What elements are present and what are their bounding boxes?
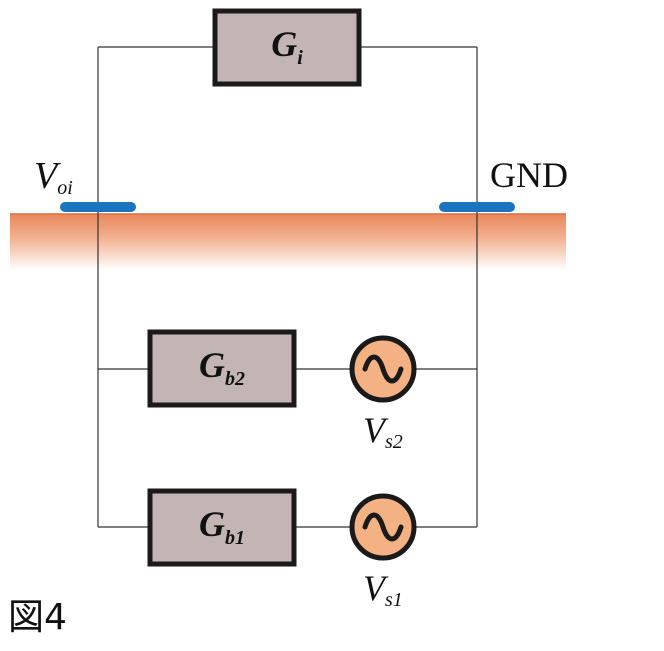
label-gnd: GND bbox=[490, 155, 568, 195]
block-gi bbox=[212, 8, 362, 87]
label-vs2-sub: s2 bbox=[385, 431, 403, 453]
label-vs1-sub: s1 bbox=[385, 589, 403, 611]
electrode-gnd bbox=[439, 202, 515, 212]
block-gb2-label: Gb2 bbox=[199, 345, 245, 390]
label-voi: Voi bbox=[34, 155, 73, 199]
sine-wave-icon bbox=[362, 512, 404, 542]
label-vs1-main: V bbox=[363, 568, 389, 608]
electrode-voi bbox=[60, 202, 136, 212]
block-gb2 bbox=[147, 329, 297, 408]
label-vs2-main: V bbox=[363, 410, 389, 450]
ac-source-vs2 bbox=[349, 335, 417, 403]
block-gi-sub: i bbox=[297, 47, 303, 69]
label-vs1: Vs1 bbox=[363, 568, 403, 611]
label-voi-sub: oi bbox=[57, 177, 73, 199]
block-gi-label: Gi bbox=[271, 24, 303, 69]
label-vs2: Vs2 bbox=[363, 410, 403, 453]
figure-caption: 図4 bbox=[8, 597, 67, 638]
block-gi-main: G bbox=[271, 24, 297, 64]
block-gb2-main: G bbox=[199, 345, 225, 385]
block-gb1-label: Gb1 bbox=[199, 504, 245, 549]
block-gb1-main: G bbox=[199, 504, 225, 544]
ac-source-vs1 bbox=[349, 493, 417, 561]
block-gb2-sub: b2 bbox=[225, 368, 245, 390]
sine-wave-icon bbox=[362, 354, 404, 384]
block-gb1 bbox=[147, 488, 297, 567]
label-voi-main: V bbox=[34, 155, 61, 197]
block-gb1-sub: b1 bbox=[225, 527, 245, 549]
ground-surface bbox=[10, 214, 566, 270]
wires bbox=[97, 46, 478, 528]
